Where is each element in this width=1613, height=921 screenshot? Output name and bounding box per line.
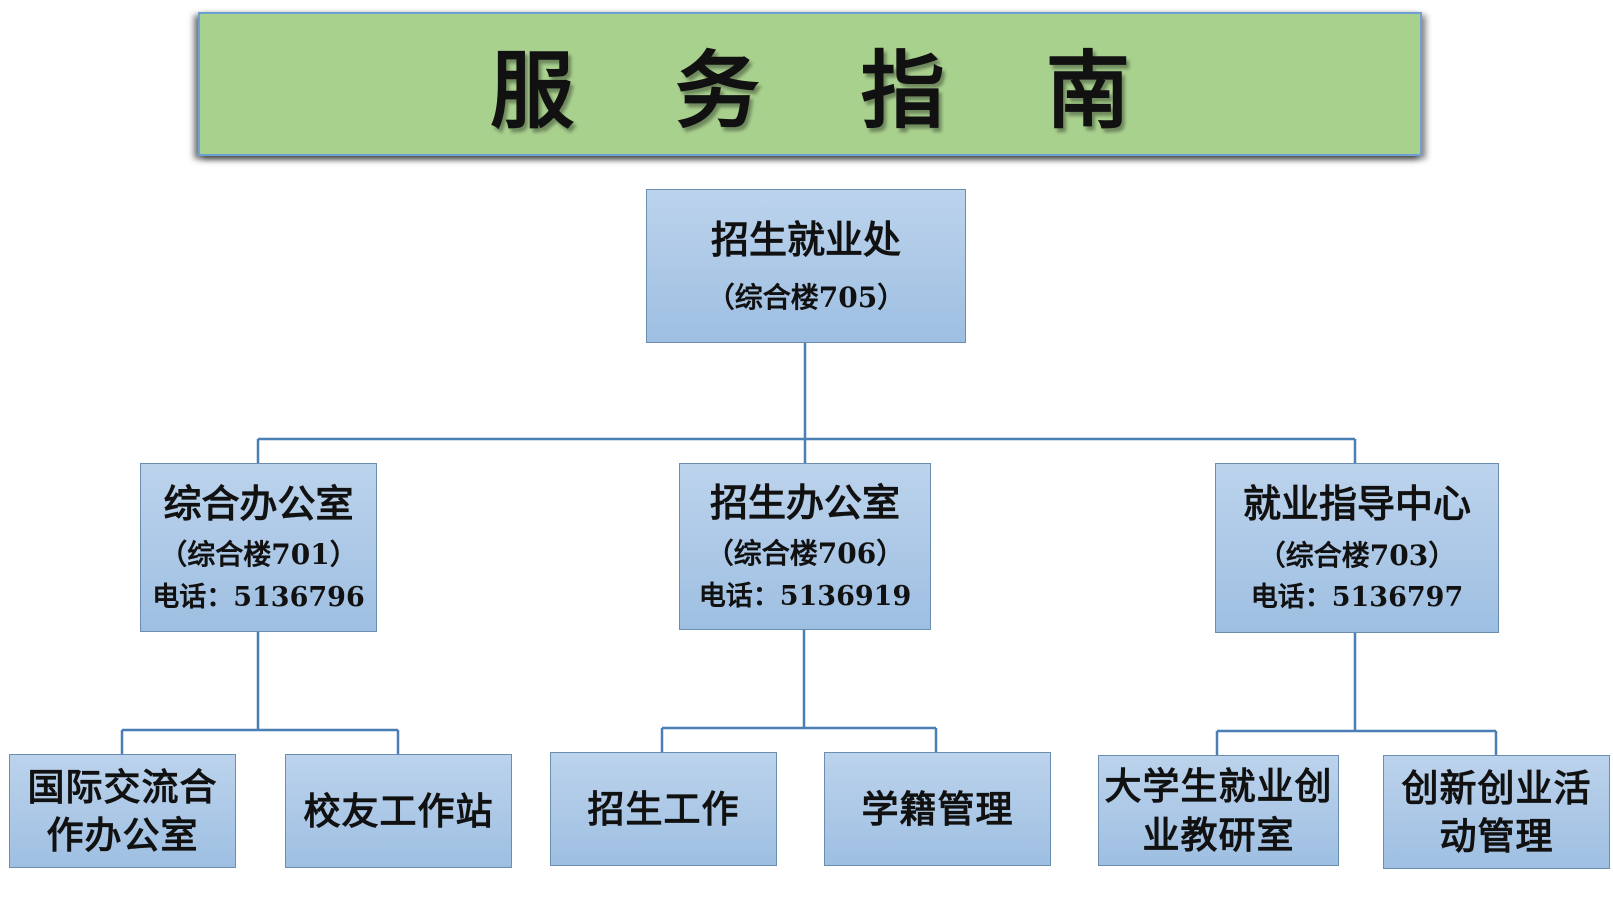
unit-name-line: 作办公室: [46, 813, 199, 857]
unit-node: 学籍管理: [824, 752, 1051, 866]
root-node: 招生就业处 （综合楼705）: [646, 189, 966, 343]
root-name: 招生就业处: [710, 217, 901, 263]
unit-node: 国际交流合 作办公室: [9, 754, 236, 868]
department-phone: 电话：5136797: [1250, 582, 1464, 614]
department-location: （综合楼701）: [159, 538, 358, 572]
department-node: 招生办公室 （综合楼706） 电话：5136919: [679, 463, 931, 630]
unit-node: 招生工作: [550, 752, 777, 866]
unit-name: 校友工作站: [303, 788, 494, 833]
department-node: 综合办公室 （综合楼701） 电话：5136796: [140, 463, 377, 632]
department-node: 就业指导中心 （综合楼703） 电话：5136797: [1215, 463, 1499, 633]
unit-name-line: 业教研室: [1142, 812, 1295, 857]
department-location: （综合楼703）: [1257, 538, 1457, 572]
unit-name-line: 大学生就业创: [1104, 764, 1333, 809]
unit-name: 学籍管理: [861, 786, 1014, 831]
unit-name-line: 创新创业活: [1401, 765, 1592, 810]
unit-name: 招生工作: [587, 786, 740, 831]
root-location: （综合楼705）: [706, 281, 906, 314]
department-location: （综合楼706）: [705, 537, 905, 571]
department-phone: 电话：5136919: [698, 580, 912, 612]
unit-name-line: 国际交流合: [27, 764, 218, 809]
unit-node: 大学生就业创 业教研室: [1098, 755, 1339, 866]
unit-node: 校友工作站: [285, 754, 512, 868]
department-phone: 电话：5136796: [152, 581, 365, 613]
department-name: 综合办公室: [163, 480, 354, 526]
unit-node: 创新创业活 动管理: [1383, 755, 1610, 869]
title-banner: 服 务 指 南: [198, 12, 1422, 156]
page-title: 服 务 指 南: [490, 40, 1166, 140]
department-name: 招生办公室: [709, 479, 900, 525]
department-name: 就业指导中心: [1242, 481, 1471, 527]
unit-name-line: 动管理: [1439, 814, 1554, 858]
